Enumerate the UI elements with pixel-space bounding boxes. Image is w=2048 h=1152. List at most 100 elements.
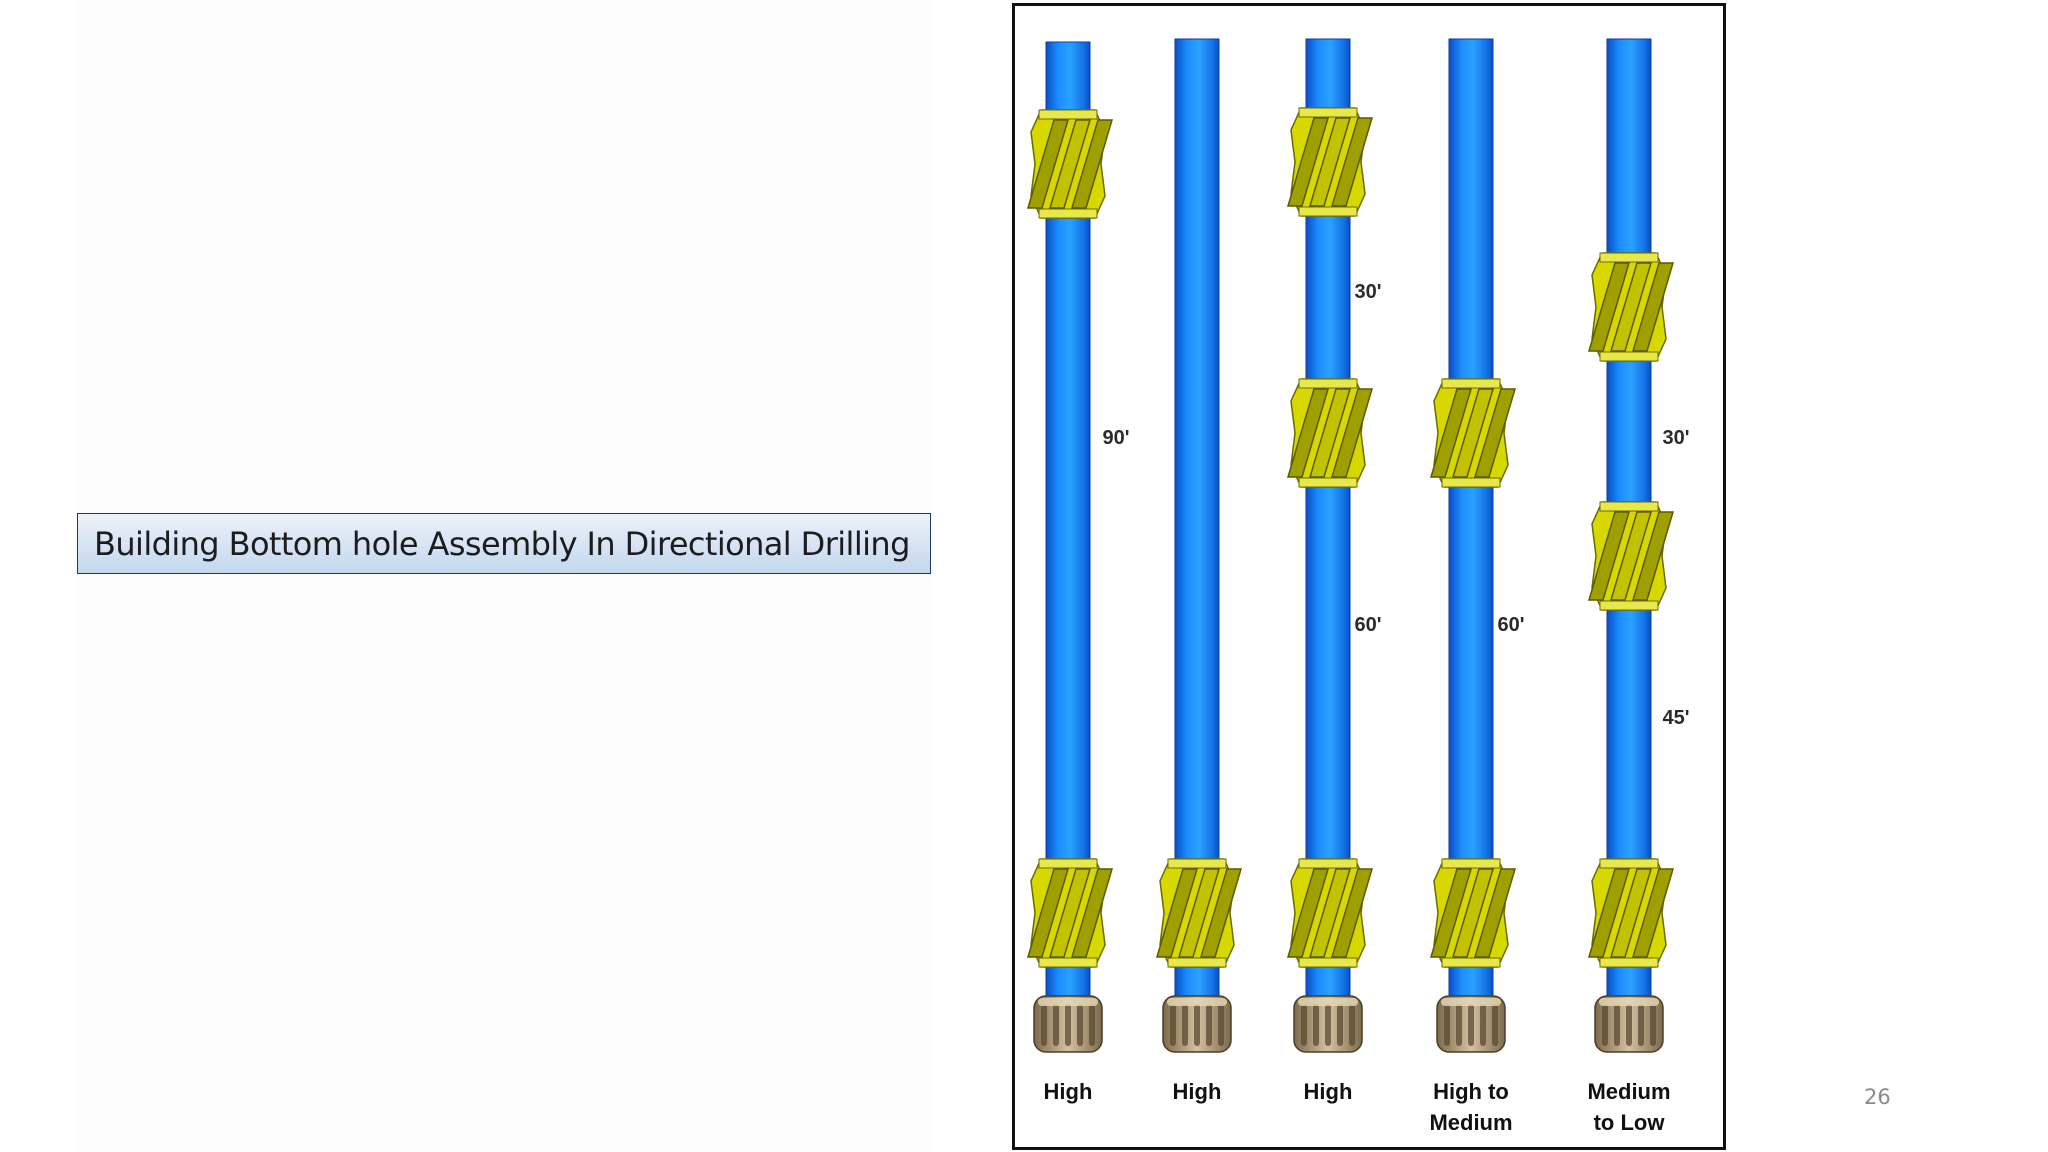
drill-bit-top-highlight bbox=[1599, 998, 1659, 1006]
stabilizer-collar bbox=[1167, 858, 1227, 869]
stabilizer-blade bbox=[1609, 868, 1653, 958]
slide-left-panel bbox=[78, 0, 930, 1152]
stabilizer-blade bbox=[1048, 868, 1092, 958]
spacing-label: 60' bbox=[1354, 614, 1381, 636]
drill-bit-cutter bbox=[1170, 1004, 1176, 1046]
drill-bit-cutter bbox=[1349, 1004, 1355, 1046]
drill-bit-cutter bbox=[1602, 1004, 1608, 1046]
stabilizer-blade bbox=[1308, 868, 1352, 958]
stabilizer-collar bbox=[1038, 109, 1098, 120]
stabilizer-collar bbox=[1599, 957, 1659, 968]
drill-bit-cutter bbox=[1206, 1004, 1212, 1046]
stabilizer-blade bbox=[1330, 868, 1374, 958]
stabilizer-blade bbox=[1308, 388, 1352, 478]
bha-assembly-a1: 90' High bbox=[1026, 41, 1130, 1104]
drill-bit-cutter bbox=[1194, 1004, 1200, 1046]
drill-bit-top-highlight bbox=[1441, 998, 1501, 1006]
drill-bit-top-highlight bbox=[1038, 998, 1098, 1006]
drill-bit-top-highlight bbox=[1167, 998, 1227, 1006]
stabilizer-blade bbox=[1330, 117, 1374, 207]
drill-bit-cutter bbox=[1041, 1004, 1047, 1046]
spacing-label: 90' bbox=[1102, 427, 1129, 449]
stabilizer-collar bbox=[1441, 957, 1501, 968]
stabilizer-blade bbox=[1286, 117, 1330, 207]
stabilizer-blade bbox=[1429, 868, 1473, 958]
assembly-label-line1: High to bbox=[1433, 1079, 1509, 1104]
stabilizer-blade bbox=[1473, 868, 1517, 958]
drill-bit-cutter bbox=[1182, 1004, 1188, 1046]
bha-assembly-a4: 60' High to Medium bbox=[1429, 38, 1525, 1135]
bha-assembly-a2: High bbox=[1155, 38, 1243, 1104]
stabilizer-blade bbox=[1286, 868, 1330, 958]
drill-pipe bbox=[1174, 38, 1220, 1002]
stabilizer-blade bbox=[1631, 511, 1675, 601]
stabilizer-blade bbox=[1609, 511, 1653, 601]
assembly-label-line1: High bbox=[1044, 1079, 1093, 1104]
drill-bit-cutter bbox=[1638, 1004, 1644, 1046]
drill-bit-cutter bbox=[1089, 1004, 1095, 1046]
drill-bit-cutter bbox=[1468, 1004, 1474, 1046]
stabilizer-blade bbox=[1451, 868, 1495, 958]
drill-bit-cutter bbox=[1626, 1004, 1632, 1046]
stabilizer-blade bbox=[1429, 388, 1473, 478]
stabilizer-blade bbox=[1631, 868, 1675, 958]
spacing-label: 30' bbox=[1662, 427, 1689, 449]
stabilizer-collar bbox=[1298, 107, 1358, 118]
stabilizer-blade bbox=[1070, 868, 1114, 958]
bha-assembly-a3: 30' 60' High bbox=[1286, 38, 1382, 1104]
stabilizer-collar bbox=[1038, 858, 1098, 869]
bha-assembly-a5: 30' 45' Medium to Low bbox=[1587, 38, 1690, 1135]
drill-bit-cutter bbox=[1301, 1004, 1307, 1046]
drill-bit-cutter bbox=[1325, 1004, 1331, 1046]
slide-title: Building Bottom hole Assembly In Directi… bbox=[94, 524, 910, 563]
drill-bit-cutter bbox=[1650, 1004, 1656, 1046]
drill-bit-cutter bbox=[1492, 1004, 1498, 1046]
stabilizer-blade bbox=[1177, 868, 1221, 958]
stabilizer-blade bbox=[1026, 868, 1070, 958]
drill-bit-cutter bbox=[1480, 1004, 1486, 1046]
stabilizer-collar bbox=[1298, 206, 1358, 217]
spacing-label: 60' bbox=[1497, 614, 1524, 636]
spacing-label: 30' bbox=[1354, 281, 1381, 303]
stabilizer-blade bbox=[1330, 388, 1374, 478]
stabilizer-collar bbox=[1298, 858, 1358, 869]
drill-bit-cutter bbox=[1337, 1004, 1343, 1046]
stabilizer-blade bbox=[1473, 388, 1517, 478]
stabilizer-collar bbox=[1038, 208, 1098, 219]
drill-bit-cutter bbox=[1053, 1004, 1059, 1046]
stabilizer-blade bbox=[1587, 262, 1631, 352]
stabilizer-blade bbox=[1155, 868, 1199, 958]
stabilizer-blade bbox=[1451, 388, 1495, 478]
stabilizer-collar bbox=[1167, 957, 1227, 968]
drill-bit-cutter bbox=[1218, 1004, 1224, 1046]
drill-bit-cutter bbox=[1313, 1004, 1319, 1046]
stabilizer-blade bbox=[1631, 262, 1675, 352]
stabilizer-blade bbox=[1286, 388, 1330, 478]
drill-bit-cutter bbox=[1456, 1004, 1462, 1046]
assembly-label-line1: High bbox=[1304, 1079, 1353, 1104]
drill-pipe bbox=[1448, 38, 1494, 1002]
stabilizer-blade bbox=[1609, 262, 1653, 352]
title-box: Building Bottom hole Assembly In Directi… bbox=[77, 513, 931, 574]
spacing-label: 45' bbox=[1662, 707, 1689, 729]
stabilizer-blade bbox=[1048, 119, 1092, 209]
stabilizer-blade bbox=[1070, 119, 1114, 209]
stabilizer-collar bbox=[1441, 858, 1501, 869]
assembly-label-line2: Medium bbox=[1429, 1110, 1512, 1135]
stabilizer-collar bbox=[1599, 252, 1659, 263]
drill-bit-cutter bbox=[1614, 1004, 1620, 1046]
stabilizer-collar bbox=[1298, 378, 1358, 389]
assembly-label-line1: Medium bbox=[1587, 1079, 1670, 1104]
stabilizer-collar bbox=[1599, 501, 1659, 512]
stabilizer-collar bbox=[1599, 351, 1659, 362]
stabilizer-collar bbox=[1599, 600, 1659, 611]
stabilizer-blade bbox=[1587, 511, 1631, 601]
page-number: 26 bbox=[1864, 1085, 1891, 1109]
drill-bit-cutter bbox=[1065, 1004, 1071, 1046]
stabilizer-blade bbox=[1026, 119, 1070, 209]
drill-bit-cutter bbox=[1444, 1004, 1450, 1046]
assembly-label-line2: to Low bbox=[1594, 1110, 1666, 1135]
stabilizer-blade bbox=[1587, 868, 1631, 958]
